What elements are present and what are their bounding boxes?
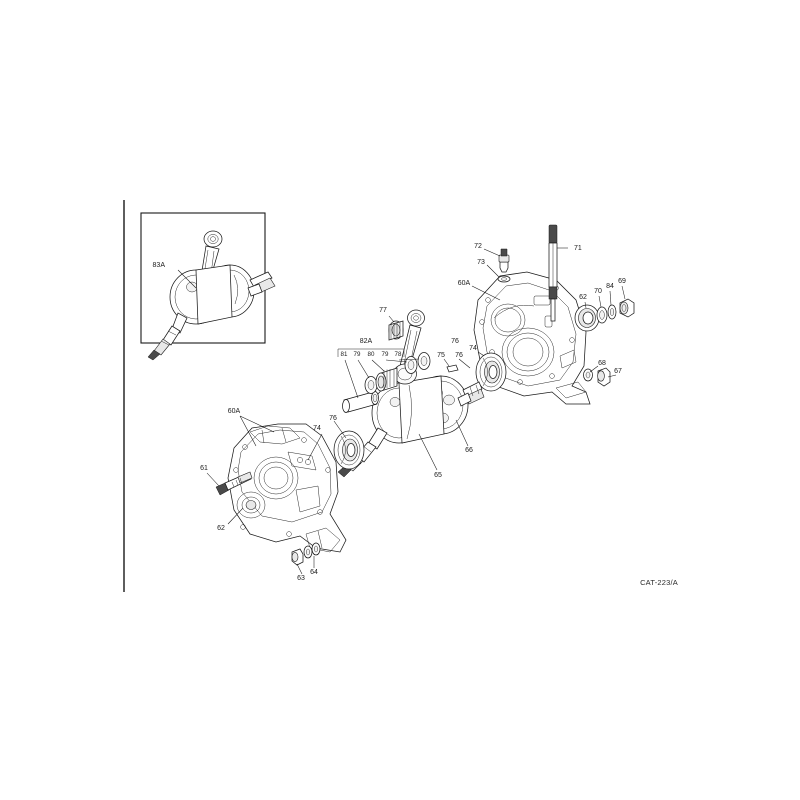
leader-62-right xyxy=(584,301,587,309)
part-77-small-end-bearing xyxy=(388,320,404,341)
part-79-washer-b xyxy=(404,356,418,374)
right-crankcase-assembly xyxy=(443,224,635,405)
callout-62-right: 62 xyxy=(579,294,587,301)
part-80-big-end-bearing xyxy=(375,367,398,392)
crankshaft-assembly xyxy=(337,375,485,478)
callout-83A: 83A xyxy=(153,262,166,269)
part-73-washer xyxy=(497,275,511,283)
part-71-shaft xyxy=(548,224,558,322)
leader-70 xyxy=(598,295,602,308)
leader-79-a xyxy=(357,359,370,379)
right-main-bearing xyxy=(475,352,507,392)
part-67-plug xyxy=(597,367,611,387)
part-69-nut xyxy=(619,298,635,318)
callout-81: 81 xyxy=(341,351,348,358)
leader-65 xyxy=(418,433,438,471)
leader-73 xyxy=(486,264,500,278)
leader-76-center xyxy=(458,358,471,369)
callout-60A-right: 60A xyxy=(458,280,471,287)
leader-74-left xyxy=(307,433,323,461)
crankshaft-detail-box: 83A xyxy=(140,212,276,361)
callout-76-left: 76 xyxy=(329,415,337,422)
leader-79-b xyxy=(385,359,408,363)
callout-61: 61 xyxy=(200,465,208,472)
leader-76-left xyxy=(333,420,347,439)
callout-78: 78 xyxy=(395,351,402,358)
callout-71: 71 xyxy=(574,245,582,252)
leader-77 xyxy=(388,315,395,323)
left-main-bearing xyxy=(333,420,365,470)
callout-labels: 77 82A 81 79 80 79 78 72 73 71 60A 62 70… xyxy=(200,243,626,582)
callout-66: 66 xyxy=(465,447,473,454)
diagram-caption: CAT-223/A xyxy=(640,578,678,587)
callout-65: 65 xyxy=(434,472,442,479)
callout-76-center: 76 xyxy=(455,352,463,359)
callout-73: 73 xyxy=(477,259,485,266)
callout-68: 68 xyxy=(598,360,606,367)
callout-79-a: 79 xyxy=(354,351,361,358)
part-75-dowel xyxy=(446,364,459,373)
part-62-seal-right xyxy=(574,304,600,332)
callout-70: 70 xyxy=(594,288,602,295)
leader-80 xyxy=(371,359,385,372)
callout-82A: 82A xyxy=(360,338,373,345)
part-63-plug xyxy=(291,548,304,566)
callout-79-b: 79 xyxy=(382,351,389,358)
part-79-washer-a xyxy=(364,376,378,394)
leader-61 xyxy=(206,472,220,487)
leader-63 xyxy=(296,563,303,575)
callout-74-left: 74 xyxy=(313,425,321,432)
leader-69 xyxy=(621,285,626,300)
leader-60A-right xyxy=(471,285,501,301)
leader-83A xyxy=(177,269,197,289)
leader-81 xyxy=(344,359,359,399)
leader-67 xyxy=(607,374,617,378)
leader-66 xyxy=(455,419,469,447)
callout-64: 64 xyxy=(310,569,318,576)
part-84-washer xyxy=(607,304,617,320)
part-81-crank-pin xyxy=(342,391,379,413)
callout-60A-left: 60A xyxy=(228,408,241,415)
left-crankcase-assembly xyxy=(206,415,347,575)
leader-72 xyxy=(483,248,501,257)
callout-77: 77 xyxy=(379,307,387,314)
leader-75 xyxy=(443,358,450,367)
part-78-washer xyxy=(417,352,431,370)
part-70-washer xyxy=(596,306,608,324)
callout-76-right: 76 xyxy=(451,338,459,345)
callout-72: 72 xyxy=(474,243,482,250)
leader-60A-left-b xyxy=(239,415,275,433)
part-61-bolt xyxy=(215,471,253,496)
callout-80: 80 xyxy=(368,351,375,358)
leader-78 xyxy=(398,358,420,361)
left-case-body xyxy=(227,423,347,553)
callout-75: 75 xyxy=(437,352,445,359)
connecting-rod-assembly xyxy=(337,309,431,413)
callout-62-left: 62 xyxy=(217,525,225,532)
callout-84: 84 xyxy=(606,283,614,290)
part-72-fitting xyxy=(498,248,510,273)
callout-69: 69 xyxy=(618,278,626,285)
leader-68 xyxy=(589,365,599,373)
leader-60A-left-a xyxy=(239,415,257,447)
callout-63: 63 xyxy=(297,575,305,582)
leader-62-left xyxy=(227,507,244,525)
leader-84 xyxy=(609,290,612,306)
callout-67: 67 xyxy=(614,368,622,375)
inset-crankshaft-drawing xyxy=(147,230,276,361)
callout-74-right: 74 xyxy=(469,345,477,352)
part-64-washer xyxy=(303,542,321,559)
